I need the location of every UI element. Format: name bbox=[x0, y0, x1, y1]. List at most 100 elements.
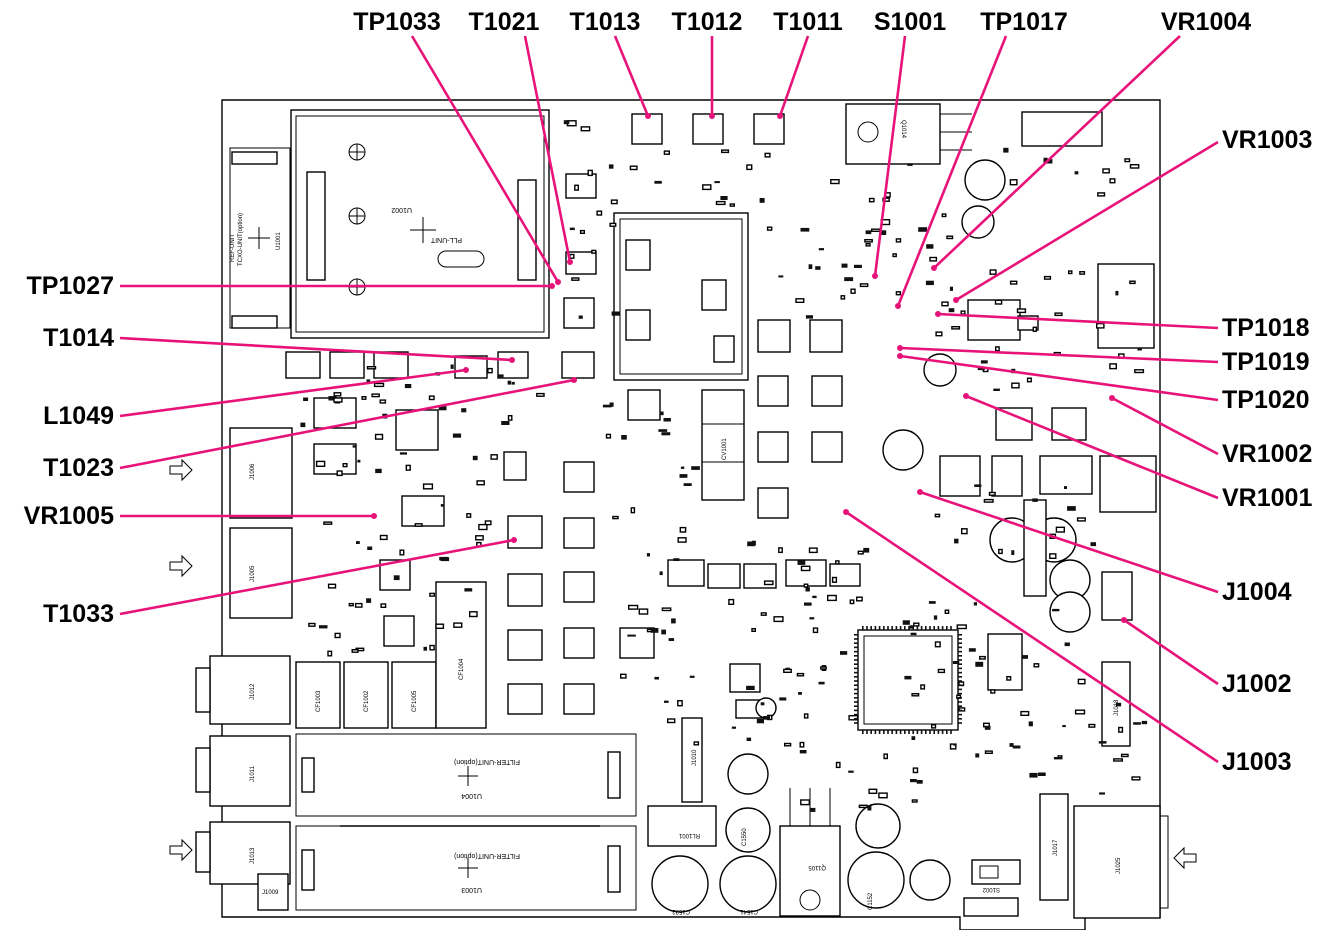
smd-part bbox=[490, 454, 498, 460]
smd-part bbox=[659, 571, 663, 576]
chip-pin bbox=[958, 642, 962, 644]
smd-part bbox=[803, 713, 809, 719]
smd-part bbox=[857, 550, 864, 555]
chip-pin bbox=[916, 626, 919, 630]
leader-j1003 bbox=[845, 510, 1219, 764]
smd-part bbox=[469, 611, 478, 618]
smd-part bbox=[904, 675, 912, 680]
smd-part bbox=[379, 534, 388, 541]
j1017-label: J1017 bbox=[1053, 839, 1059, 856]
chip-pin bbox=[874, 626, 877, 630]
leader-dot-s1001 bbox=[872, 273, 878, 279]
chip-pin bbox=[958, 688, 962, 691]
chip-pin bbox=[908, 730, 910, 734]
smd-part bbox=[1049, 553, 1057, 560]
chip-pin bbox=[854, 638, 858, 640]
smd-part bbox=[646, 553, 650, 557]
leader-dot-j1002 bbox=[1121, 617, 1127, 623]
smd-part bbox=[911, 736, 916, 740]
chip-pin bbox=[870, 730, 872, 734]
chip-pin bbox=[958, 684, 962, 686]
chip-pin bbox=[937, 730, 940, 734]
smd-part bbox=[507, 380, 512, 385]
smd-part bbox=[910, 632, 917, 636]
cv1001-block: CV1001 bbox=[701, 389, 745, 501]
smd-part bbox=[630, 507, 636, 514]
smd-part bbox=[840, 651, 848, 655]
chip-pin bbox=[854, 676, 858, 678]
chip-pin bbox=[958, 709, 962, 712]
chip-pin bbox=[854, 722, 858, 724]
smd-part bbox=[980, 360, 988, 364]
leader-dot-tp1019 bbox=[897, 345, 903, 351]
smd-part bbox=[865, 242, 871, 247]
chip-pin bbox=[883, 626, 885, 630]
leader-dot-tp1033 bbox=[555, 279, 561, 285]
smd-part bbox=[638, 608, 649, 615]
leader-j1004 bbox=[919, 490, 1219, 594]
leader-dot-t1014 bbox=[509, 357, 515, 363]
smd-part bbox=[1118, 726, 1124, 733]
smd-part bbox=[831, 576, 838, 583]
ref-unit-label: REF-UNIT bbox=[230, 234, 236, 262]
leader-tp1018 bbox=[937, 312, 1219, 330]
smd-part bbox=[658, 429, 668, 432]
smd-part bbox=[333, 392, 342, 397]
callout-vr1001: VR1001 bbox=[1222, 484, 1312, 512]
chip-pin bbox=[946, 730, 948, 734]
smd-part bbox=[1055, 526, 1066, 533]
chip-pin bbox=[958, 705, 962, 707]
smd-part bbox=[714, 181, 720, 184]
smd-part bbox=[580, 126, 591, 132]
smd-part bbox=[450, 364, 454, 369]
smd-part bbox=[975, 753, 980, 758]
smd-part bbox=[569, 253, 575, 259]
smd-part bbox=[1115, 290, 1119, 296]
smd-part bbox=[990, 689, 996, 694]
chip-pin bbox=[854, 663, 858, 665]
smd-part bbox=[1016, 308, 1027, 314]
chip-pin bbox=[958, 634, 962, 636]
smd-part bbox=[620, 673, 627, 679]
leader-dot-tp1027 bbox=[549, 283, 555, 289]
chip-pin bbox=[958, 646, 962, 649]
smd-part bbox=[609, 222, 617, 227]
chip-pin bbox=[854, 709, 858, 712]
smd-part bbox=[650, 628, 659, 633]
leader-dot-j1003 bbox=[843, 509, 849, 515]
chip-pin bbox=[854, 718, 858, 720]
chip-pin bbox=[958, 655, 962, 657]
smd-part bbox=[679, 526, 687, 533]
leader-vr1001 bbox=[965, 394, 1219, 500]
leader-dot-t1013 bbox=[645, 113, 651, 119]
u1003-label: U1003 bbox=[461, 886, 482, 893]
smd-part bbox=[596, 210, 603, 216]
chip-pin bbox=[878, 626, 881, 630]
smd-part bbox=[611, 311, 620, 316]
leader-vr1002 bbox=[1111, 396, 1219, 456]
smd-part bbox=[357, 459, 361, 463]
smd-part bbox=[536, 392, 545, 397]
smd-part bbox=[911, 799, 918, 803]
smd-part bbox=[815, 266, 821, 270]
smd-part bbox=[1088, 723, 1096, 728]
smd-part bbox=[751, 628, 756, 633]
smd-part bbox=[1043, 275, 1052, 280]
chip-pin bbox=[878, 730, 881, 734]
smd-part bbox=[498, 374, 504, 378]
smd-part bbox=[827, 594, 837, 602]
smd-part bbox=[835, 761, 841, 769]
smd-part bbox=[571, 277, 580, 281]
smd-part bbox=[937, 668, 946, 674]
smd-part bbox=[948, 308, 955, 313]
chip-pin bbox=[958, 676, 962, 678]
center-shield-block bbox=[613, 212, 749, 381]
smd-part bbox=[1113, 758, 1124, 762]
smd-part bbox=[800, 227, 810, 232]
smd-part bbox=[928, 601, 936, 604]
smd-part bbox=[612, 515, 619, 520]
smd-part bbox=[977, 367, 985, 371]
smd-part bbox=[1090, 542, 1096, 547]
smd-part bbox=[315, 460, 326, 467]
